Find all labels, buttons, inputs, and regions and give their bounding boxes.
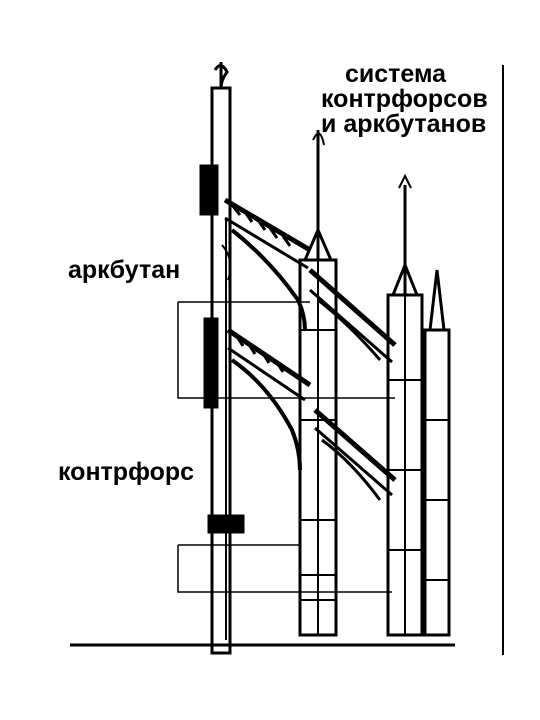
buttress-pier-1 [298, 130, 338, 637]
label-buttress-system: система контрфорсов и аркбутанов [321, 62, 488, 137]
label-flying-buttress: аркбутан [68, 256, 181, 284]
label-system-line3: и аркбутанов [321, 110, 487, 138]
lower-flying-buttress [226, 327, 397, 501]
label-system-line1: система [345, 60, 447, 88]
label-leader-lines [177, 301, 395, 593]
label-buttress: контрфорс [58, 458, 195, 486]
upper-flying-buttress [223, 197, 397, 364]
main-wall [199, 62, 245, 655]
buttress-pier-2 [386, 173, 424, 637]
label-system-line2: контрфорсов [321, 85, 488, 113]
outer-pinnacle [423, 269, 451, 637]
